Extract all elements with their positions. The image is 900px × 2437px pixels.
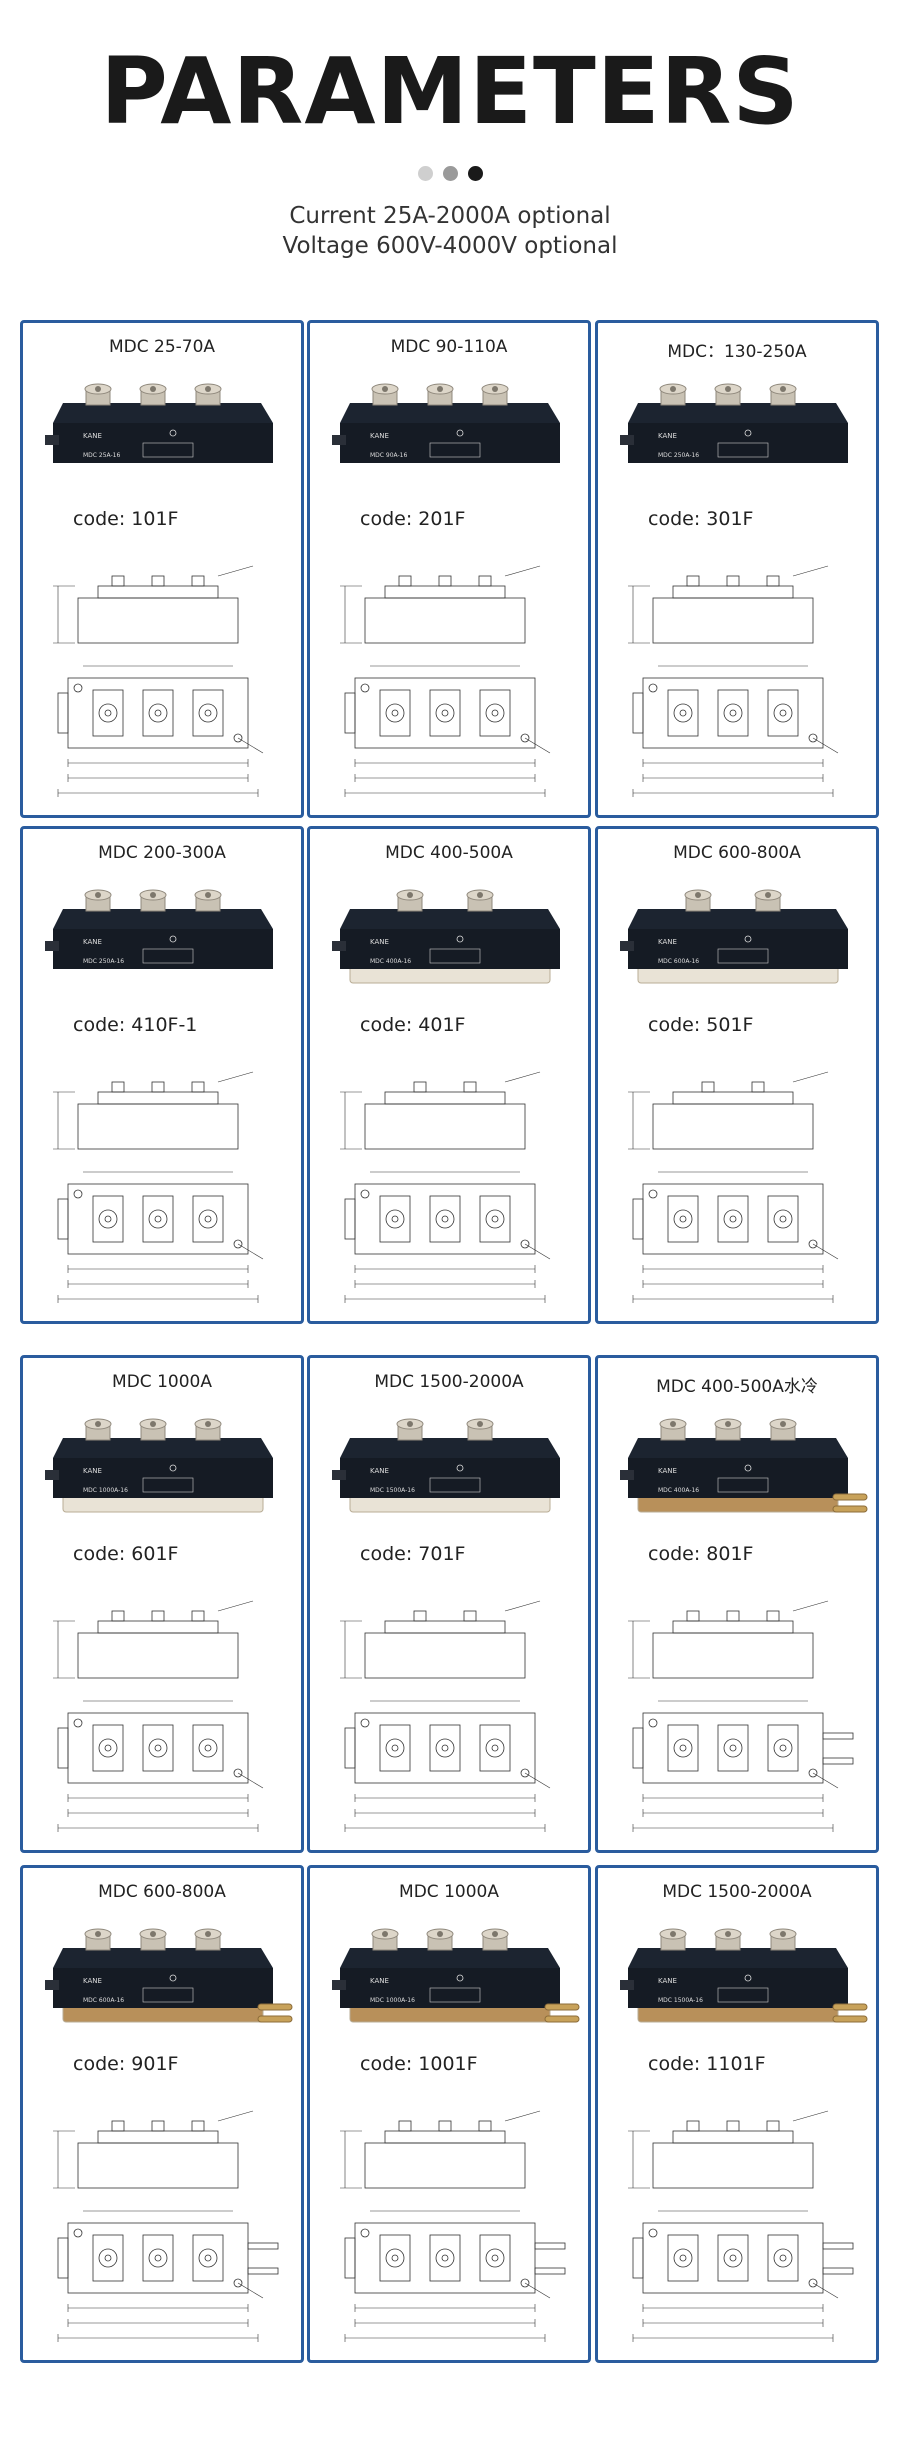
model-label: MDC 1000A-16	[83, 1487, 128, 1494]
card-title: MDC 400-500A水冷	[656, 1377, 818, 1397]
model-label: MDC 250A-16	[658, 452, 699, 459]
product-card[interactable]: MDC 600-800A KANE MDC 600A-16 code: 501F	[595, 826, 879, 1324]
product-photo: KANE MDC 90A-16	[332, 383, 560, 463]
card-title: MDC 600-800A	[98, 1882, 226, 1902]
model-label: MDC 1500A-16	[370, 1487, 415, 1494]
product-card[interactable]: MDC 200-300A KANE MDC 250A-16 code: 410F-1	[20, 826, 304, 1324]
model-label: MDC 400A-16	[658, 1487, 699, 1494]
model-label: MDC 90A-16	[370, 452, 407, 459]
carousel-dot[interactable]	[442, 166, 458, 181]
product-card[interactable]: MDC 1000A KANE MDC 1000A-16 code: 601F	[20, 1355, 304, 1853]
brand-label: KANE	[658, 1467, 677, 1475]
card-code: code: 801F	[648, 1543, 754, 1565]
brand-label: KANE	[83, 432, 102, 440]
product-photo: KANE MDC 1500A-16	[620, 1928, 868, 2023]
product-photo: KANE MDC 400A-16	[332, 889, 560, 984]
card-code: code: 410F-1	[73, 1014, 198, 1036]
card-title: MDC 1500-2000A	[374, 1372, 524, 1392]
card-code: code: 101F	[73, 508, 179, 530]
product-card[interactable]: MDC 1500-2000A KANE MDC 1500A-16 code: 701F	[307, 1355, 591, 1853]
dimension-drawing	[628, 1071, 839, 1303]
brand-label: KANE	[370, 938, 389, 946]
brand-label: KANE	[370, 1467, 389, 1475]
product-photo: KANE MDC 1500A-16	[332, 1418, 560, 1513]
brand-label: KANE	[658, 938, 677, 946]
brand-label: KANE	[658, 1977, 677, 1985]
carousel-dot[interactable]	[467, 166, 483, 181]
model-label: MDC 1000A-16	[370, 1997, 415, 2004]
brand-label: KANE	[83, 938, 102, 946]
dimension-drawing	[53, 1071, 264, 1303]
dimension-drawing	[628, 1600, 854, 1832]
dimension-drawing	[53, 1600, 264, 1832]
card-title: MDC 1000A	[112, 1372, 212, 1392]
product-card[interactable]: MDC 1000A KANE MDC 1000A-16 code: 1001F	[307, 1865, 591, 2363]
model-label: MDC 25A-16	[83, 452, 120, 459]
model-label: MDC 600A-16	[658, 958, 699, 965]
card-code: code: 1101F	[648, 2053, 766, 2075]
product-photo: KANE MDC 25A-16	[45, 383, 273, 463]
dimension-drawing	[53, 565, 264, 797]
product-photo: KANE MDC 600A-16	[45, 1928, 293, 2023]
card-code: code: 201F	[360, 508, 466, 530]
product-card[interactable]: MDC：130-250A KANE MDC 250A-16 code: 301F	[595, 320, 879, 818]
brand-label: KANE	[83, 1977, 102, 1985]
page-title: PARAMETERS	[100, 38, 800, 145]
product-photo: KANE MDC 600A-16	[620, 889, 848, 984]
brand-label: KANE	[370, 1977, 389, 1985]
card-title: MDC 25-70A	[108, 337, 216, 357]
card-code: code: 701F	[360, 1543, 466, 1565]
card-title: MDC：130-250A	[667, 342, 807, 362]
current-range-text: Current 25A-2000A optional	[289, 203, 611, 229]
card-code: code: 301F	[648, 508, 754, 530]
card-title: MDC 600-800A	[673, 843, 801, 863]
dimension-drawing	[340, 1071, 551, 1303]
brand-label: KANE	[83, 1467, 102, 1475]
dimension-drawing	[340, 2110, 566, 2342]
model-label: MDC 1500A-16	[658, 1997, 703, 2004]
model-label: MDC 600A-16	[83, 1997, 124, 2004]
card-code: code: 601F	[73, 1543, 179, 1565]
card-code: code: 1001F	[360, 2053, 478, 2075]
card-code: code: 401F	[360, 1014, 466, 1036]
card-title: MDC 200-300A	[98, 843, 226, 863]
product-photo: KANE MDC 250A-16	[620, 383, 848, 463]
dimension-drawing	[628, 2110, 854, 2342]
card-code: code: 501F	[648, 1014, 754, 1036]
product-card[interactable]: MDC 400-500A KANE MDC 400A-16 code: 401F	[307, 826, 591, 1324]
product-card[interactable]: MDC 600-800A KANE MDC 600A-16 code: 901F	[20, 1865, 304, 2363]
brand-label: KANE	[658, 432, 677, 440]
product-photo: KANE MDC 400A-16	[620, 1418, 868, 1513]
dimension-drawing	[340, 565, 551, 797]
card-code: code: 901F	[73, 2053, 179, 2075]
card-title: MDC 400-500A	[385, 843, 513, 863]
dimension-drawing	[628, 565, 839, 797]
carousel-dots[interactable]	[0, 166, 900, 181]
brand-label: KANE	[370, 432, 389, 440]
product-card[interactable]: MDC 90-110A KANE MDC 90A-16 code: 201F	[307, 320, 591, 818]
product-card[interactable]: MDC 25-70A KANE MDC 25A-16 code: 101F	[20, 320, 304, 818]
model-label: MDC 400A-16	[370, 958, 411, 965]
carousel-dot[interactable]	[417, 166, 433, 181]
product-card[interactable]: MDC 400-500A水冷 KANE MDC 400A-16 code: 801F	[595, 1355, 879, 1853]
product-card[interactable]: MDC 1500-2000A KANE MDC 1500A-16 code: 1101…	[595, 1865, 879, 2363]
card-title: MDC 1500-2000A	[662, 1882, 812, 1902]
product-photo: KANE MDC 1000A-16	[332, 1928, 580, 2023]
product-photo: KANE MDC 1000A-16	[45, 1418, 273, 1513]
dimension-drawing	[340, 1600, 551, 1832]
dimension-drawing	[53, 2110, 279, 2342]
voltage-range-text: Voltage 600V-4000V optional	[282, 233, 618, 259]
card-title: MDC 90-110A	[390, 337, 508, 357]
model-label: MDC 250A-16	[83, 958, 124, 965]
card-title: MDC 1000A	[399, 1882, 499, 1902]
product-photo: KANE MDC 250A-16	[45, 889, 273, 969]
